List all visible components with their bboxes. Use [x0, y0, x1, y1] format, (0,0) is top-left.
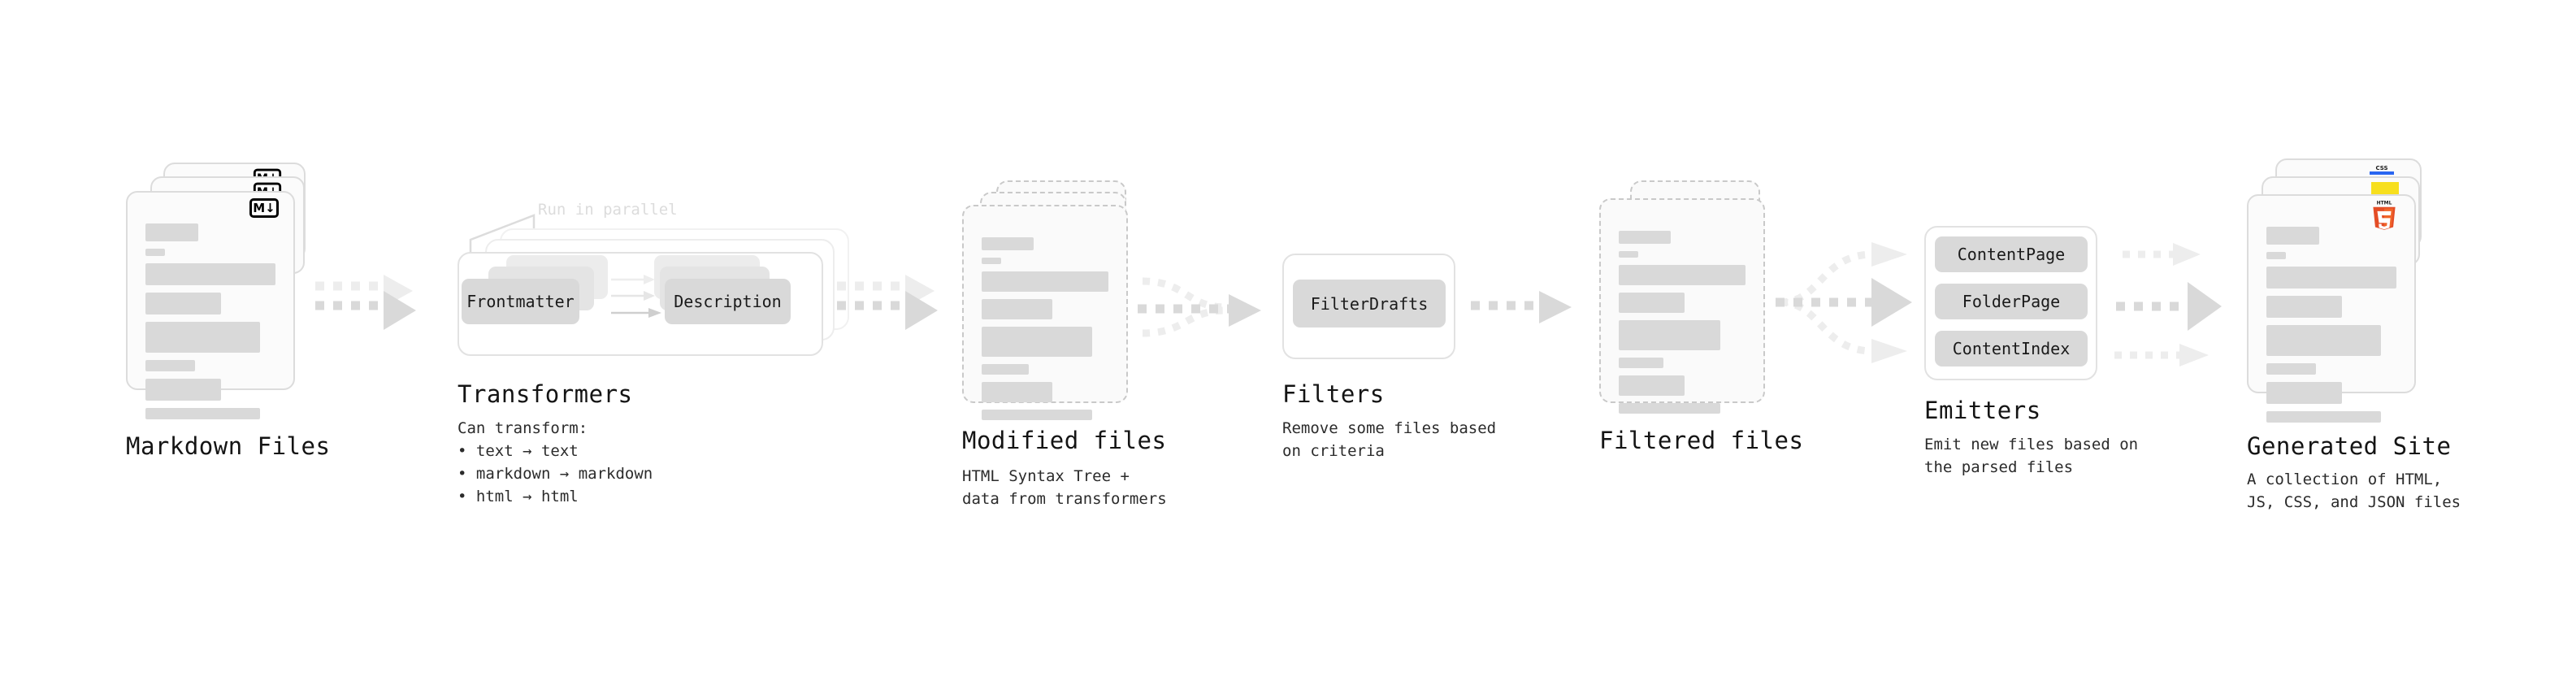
filters-title: Filters — [1282, 380, 1385, 408]
connector-transformers-to-modified — [837, 275, 938, 330]
markdown-files-stack: M↓ M↓ M↓ — [126, 163, 321, 419]
modified-files-stack — [962, 180, 1149, 420]
emitters-node-contentindex[interactable]: ContentIndex — [1935, 331, 2088, 367]
css-badge-bar — [2370, 171, 2394, 175]
filtered-placeholder-lines — [1619, 231, 1746, 421]
emitters-node-folderpage[interactable]: FolderPage — [1935, 284, 2088, 319]
filtered-files-stack — [1599, 180, 1786, 416]
generated-site-stack: CSS HTML — [2247, 158, 2458, 423]
html5-badge: HTML — [2373, 200, 2396, 230]
generated-site-title: Generated Site — [2247, 432, 2452, 460]
transformers-description: Can transform: • text → text • markdown … — [458, 417, 653, 508]
css-badge: CSS — [2370, 165, 2394, 178]
connector-markdown-to-transformers — [315, 275, 416, 330]
transformers-desc-item-0: • text → text — [458, 442, 579, 460]
filters-node-filterdrafts[interactable]: FilterDrafts — [1293, 280, 1446, 327]
transformers-desc-item-1: • markdown → markdown — [458, 465, 653, 483]
transformers-node-description[interactable]: Description — [665, 279, 791, 324]
connector-emitters-to-site — [2114, 243, 2222, 367]
js-badge — [2371, 182, 2399, 196]
markdown-files-title: Markdown Files — [126, 432, 331, 460]
transformers-title: Transformers — [458, 380, 633, 408]
css-badge-label: CSS — [2375, 165, 2388, 171]
filters-description: Remove some files based on criteria — [1282, 419, 1497, 460]
transformers-node-frontmatter[interactable]: Frontmatter — [462, 279, 579, 324]
emitters-node-contentpage[interactable]: ContentPage — [1935, 236, 2088, 272]
modified-files-title: Modified files — [962, 427, 1167, 454]
markdown-placeholder-lines — [145, 223, 275, 427]
modified-sheet-front — [962, 205, 1128, 420]
emitters-description: Emit new files based on the parsed files — [1924, 436, 2139, 476]
site-placeholder-lines — [2266, 227, 2396, 430]
emitters-title: Emitters — [1924, 397, 2041, 424]
filtered-sheet-front — [1599, 198, 1765, 414]
modified-files-description: HTML Syntax Tree + data from transformer… — [962, 467, 1167, 508]
markdown-sheet-front — [126, 191, 295, 419]
connector-filters-to-filtered — [1471, 291, 1572, 323]
transformers-inner-arrows — [611, 275, 661, 318]
filtered-files-title: Filtered files — [1599, 427, 1804, 454]
transformers-desc-item-2: • html → html — [458, 488, 579, 505]
transformers-desc-head: Can transform: — [458, 419, 588, 437]
html5-badge-label: HTML — [2377, 200, 2392, 206]
modified-placeholder-lines — [982, 237, 1108, 427]
connector-filtered-to-emitters — [1776, 242, 1912, 363]
markdown-badge-front: M↓ — [249, 198, 279, 218]
generated-site-description: A collection of HTML, JS, CSS, and JSON … — [2247, 471, 2461, 511]
run-in-parallel-label: Run in parallel — [538, 201, 678, 219]
connector-modified-to-filters — [1138, 277, 1261, 337]
